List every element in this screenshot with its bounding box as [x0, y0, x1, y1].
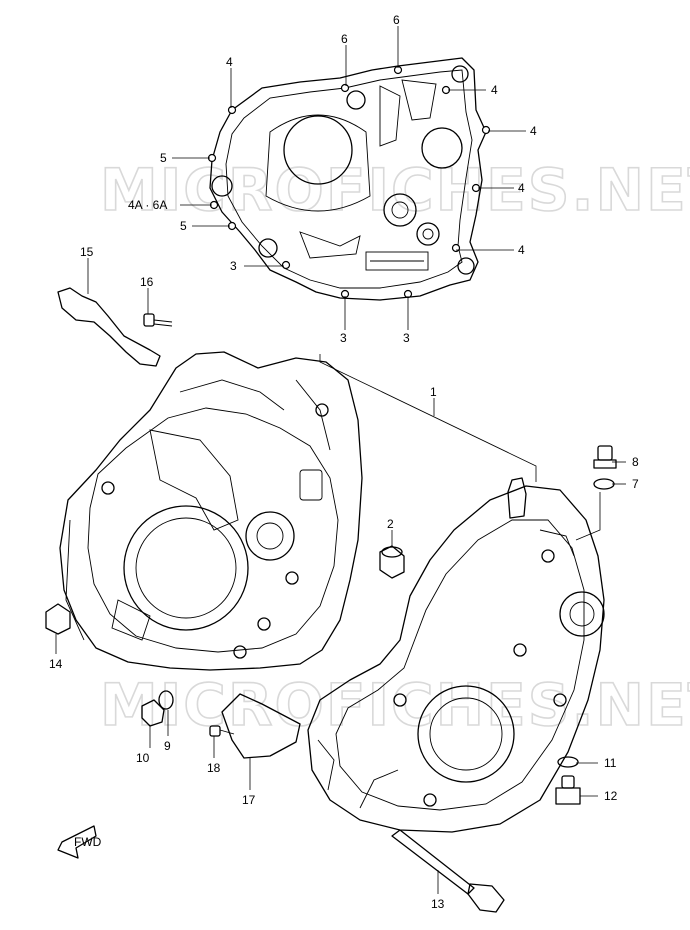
callout-18: 18 — [207, 761, 221, 775]
callout-3-left: 3 — [230, 259, 237, 273]
callout-17: 17 — [242, 793, 256, 807]
part-10-screw — [141, 699, 165, 727]
callout-12: 12 — [604, 789, 618, 803]
part-7-washer — [593, 478, 615, 490]
callout-3-bottom-1: 3 — [340, 331, 347, 345]
callout-9: 9 — [164, 739, 171, 753]
part-14-cap — [45, 603, 71, 635]
callout-13: 13 — [431, 897, 445, 911]
part-13-bolt — [391, 829, 505, 913]
fwd-label: FWD — [74, 835, 102, 849]
crankcase-right-half-drawing — [307, 477, 605, 833]
callout-4-top-left: 4 — [226, 55, 233, 69]
callout-4-right-1: 4 — [491, 83, 498, 97]
part-11-washer — [557, 756, 579, 768]
callout-14: 14 — [49, 657, 63, 671]
callout-4a-6a: 4A · 6A — [128, 198, 167, 212]
part-17-plate — [221, 693, 301, 759]
callout-4-right-2: 4 — [530, 124, 537, 138]
callout-4-right-4: 4 — [518, 243, 525, 257]
part-9-gasket — [158, 690, 174, 710]
callout-15: 15 — [80, 245, 94, 259]
callout-8: 8 — [632, 455, 639, 469]
part-15-bracket — [57, 287, 161, 367]
callout-3-bottom-2: 3 — [403, 331, 410, 345]
callout-6-top: 6 — [393, 13, 400, 27]
part-18-bolt — [209, 725, 235, 737]
part-2-dowel — [379, 545, 405, 579]
part-16-bolt — [143, 313, 173, 327]
callout-1: 1 — [430, 385, 437, 399]
callout-16: 16 — [140, 275, 154, 289]
callout-6-center: 6 — [341, 32, 348, 46]
watermark-top: MICROFICHES.NET — [100, 156, 690, 224]
callout-7: 7 — [632, 477, 639, 491]
part-12-bolt — [555, 775, 581, 805]
crankcase-left-half-drawing — [59, 351, 363, 671]
callout-10: 10 — [136, 751, 150, 765]
crankcase-gasket-drawing — [207, 57, 491, 301]
fwd-arrow-icon: FWD — [57, 825, 102, 859]
callout-5-lower: 5 — [180, 219, 187, 233]
callout-4-right-3: 4 — [518, 181, 525, 195]
part-8-plug — [593, 445, 617, 469]
callout-labels: 4 6 6 4 4 4 4 5 4A · 6A 5 3 3 3 15 16 1 … — [49, 13, 639, 911]
callout-2: 2 — [387, 517, 394, 531]
callout-5-upper: 5 — [160, 151, 167, 165]
callout-11: 11 — [604, 756, 617, 770]
watermark-bottom: MICROFICHES.NET — [100, 671, 690, 739]
leader-lines — [55, 26, 626, 894]
